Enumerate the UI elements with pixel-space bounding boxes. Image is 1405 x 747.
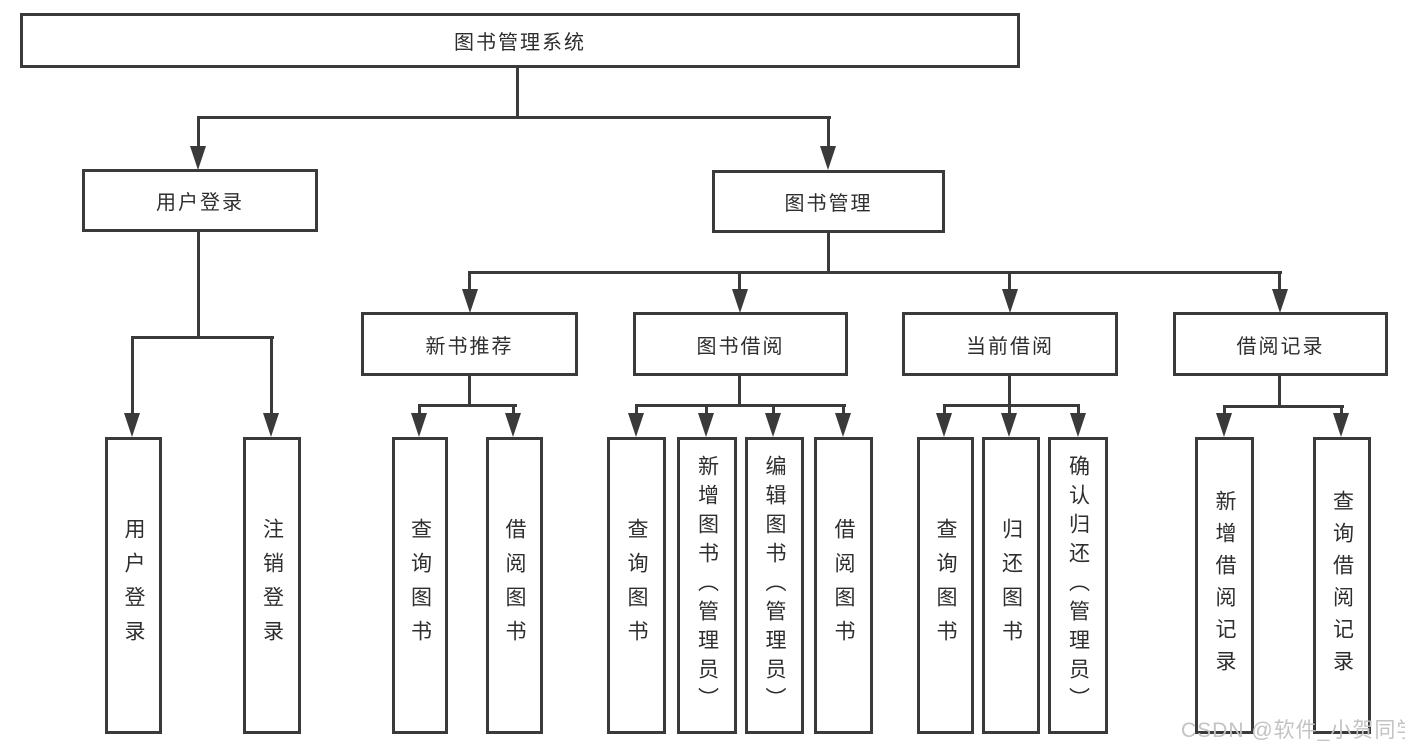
- arrow-down-icon: [1001, 413, 1017, 437]
- connector-line: [468, 271, 471, 293]
- leaf-newbook-borrow-books: 借阅图书: [486, 437, 543, 734]
- connector-line: [635, 404, 638, 417]
- connector-line: [1008, 271, 1011, 293]
- arrow-down-icon: [1070, 413, 1086, 437]
- connector-line: [943, 404, 946, 417]
- node-user-login: 用户登录: [82, 169, 318, 232]
- arrow-down-icon: [765, 413, 781, 437]
- connector-line: [468, 376, 471, 407]
- arrow-down-icon: [835, 413, 851, 437]
- connector-line: [418, 404, 421, 417]
- arrow-down-icon: [936, 413, 952, 437]
- connector-line: [418, 404, 517, 407]
- leaf-borrow-edit-books-admin: 编辑图书（管理员）: [745, 437, 804, 734]
- connector-line: [197, 116, 831, 119]
- connector-line: [197, 232, 200, 338]
- connector-line: [842, 404, 845, 417]
- connector-line: [943, 404, 1080, 407]
- arrow-down-icon: [411, 413, 427, 437]
- connector-line: [516, 68, 519, 118]
- connector-line: [1008, 376, 1011, 407]
- connector-line: [1278, 271, 1281, 293]
- csdn-watermark: CSDN @软件_小贺同学: [1181, 719, 1405, 742]
- leaf-current-confirm-return-admin: 确认归还（管理员）: [1048, 437, 1108, 734]
- connector-line: [1340, 405, 1343, 417]
- connector-line: [738, 271, 741, 293]
- connector-line: [1077, 404, 1080, 417]
- connector-line: [197, 116, 200, 150]
- leaf-logout-login: 注销登录: [243, 437, 301, 734]
- connector-line: [635, 404, 846, 407]
- connector-line: [1278, 376, 1281, 408]
- connector-line: [1223, 405, 1344, 408]
- connector-line: [512, 404, 515, 417]
- node-library-system: 图书管理系统: [20, 13, 1020, 68]
- connector-line: [131, 336, 134, 415]
- node-borrowing-records: 借阅记录: [1173, 312, 1388, 376]
- connector-line: [738, 376, 741, 407]
- leaf-records-query-record: 查询借阅记录: [1313, 437, 1371, 734]
- leaf-user-login: 用户登录: [105, 437, 162, 734]
- leaf-records-add-record: 新增借阅记录: [1195, 437, 1254, 734]
- arrow-down-icon: [1272, 289, 1288, 313]
- arrow-down-icon: [732, 289, 748, 313]
- connector-line: [1008, 404, 1011, 417]
- leaf-borrow-borrow-books: 借阅图书: [814, 437, 873, 734]
- connector-line: [827, 116, 830, 150]
- leaf-current-return-books: 归还图书: [982, 437, 1040, 734]
- arrow-down-icon: [505, 413, 521, 437]
- connector-line: [1223, 405, 1226, 417]
- leaf-borrow-query-books: 查询图书: [607, 437, 666, 734]
- node-current-borrowing: 当前借阅: [902, 312, 1118, 376]
- arrow-down-icon: [820, 146, 836, 170]
- arrow-down-icon: [1333, 413, 1349, 437]
- connector-line: [772, 404, 775, 417]
- arrow-down-icon: [698, 413, 714, 437]
- leaf-current-query-books: 查询图书: [917, 437, 974, 734]
- node-new-book-recommend: 新书推荐: [361, 312, 578, 376]
- leaf-borrow-add-books-admin: 新增图书（管理员）: [677, 437, 737, 734]
- arrow-down-icon: [1002, 289, 1018, 313]
- arrow-down-icon: [462, 289, 478, 313]
- node-book-borrowing: 图书借阅: [633, 312, 848, 376]
- node-book-management: 图书管理: [712, 170, 945, 233]
- connector-line: [705, 404, 708, 417]
- connector-line: [827, 233, 830, 274]
- connector-line: [468, 271, 1282, 274]
- arrow-down-icon: [628, 413, 644, 437]
- connector-line: [131, 336, 274, 339]
- arrow-down-icon: [263, 413, 279, 437]
- leaf-newbook-query-books: 查询图书: [392, 437, 448, 734]
- connector-line: [270, 336, 273, 415]
- arrow-down-icon: [190, 146, 206, 170]
- arrow-down-icon: [1216, 413, 1232, 437]
- arrow-down-icon: [124, 413, 140, 437]
